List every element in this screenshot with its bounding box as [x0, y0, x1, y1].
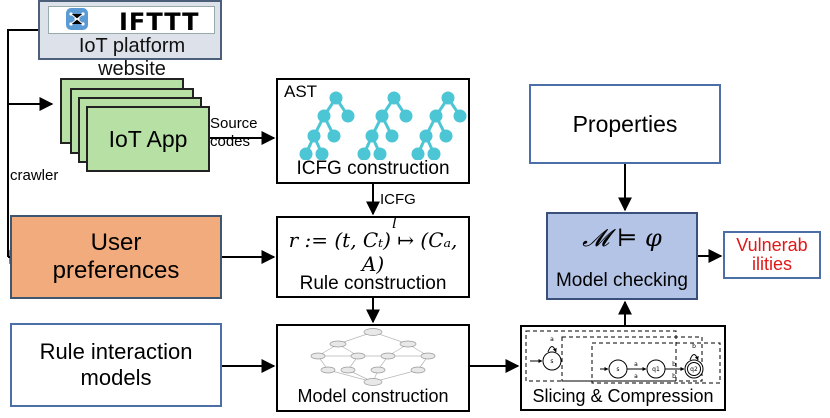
- icfg-construction-box: AST ICFG construction: [276, 78, 470, 184]
- iot-platform-website-box: IFTTT IoT platform website: [38, 0, 222, 80]
- properties-label: Properties: [572, 110, 678, 137]
- transition-label: a: [634, 373, 638, 380]
- state-label: s: [616, 366, 619, 373]
- platform-caption: IoT platform website: [78, 35, 186, 80]
- user-preferences-box: User preferences: [10, 215, 222, 299]
- crawler-line: [7, 29, 38, 257]
- slicing-compression-caption: Slicing & Compression: [532, 386, 714, 406]
- user-preferences-line2: preferences: [52, 257, 180, 284]
- icfg-construction-caption: ICFG construction: [296, 158, 450, 179]
- rule-construction-caption: Rule construction: [299, 273, 447, 294]
- automaton-thumbnail: s s q1 q2 a a b b a b: [525, 330, 721, 384]
- slicing-compression-box: s s q1 q2 a a b b a b Slicing & Compress…: [520, 325, 726, 411]
- iot-app-box: IoT App: [86, 106, 210, 172]
- vulnerabilities-box: Vulnerab ilities: [723, 231, 821, 279]
- transition-label: b: [672, 361, 676, 368]
- model-construction-box: Model construction: [276, 324, 470, 412]
- crawler-label: crawler: [10, 167, 59, 184]
- rule-construction-box: l r := (t, Cₜ) ↦ (Cₐ, A) Rule constructi…: [276, 214, 470, 298]
- vulnerabilities-line2: ilities: [751, 254, 792, 274]
- user-preferences-line1: User: [90, 229, 142, 256]
- rule-formula: r := (t, Cₜ) ↦ (Cₐ, A): [288, 228, 458, 276]
- state-label: q1: [652, 366, 660, 373]
- network-hub-icon: [66, 8, 88, 30]
- rule-arrow-label: l: [392, 214, 397, 232]
- icfg-edge-label: ICFG: [380, 191, 416, 208]
- platform-logo-bar: IFTTT: [48, 6, 215, 36]
- transition-label: b: [692, 343, 696, 350]
- properties-box: Properties: [529, 84, 721, 164]
- ast-label: AST: [284, 82, 318, 101]
- rule-interaction-models-box: Rule interaction models: [10, 323, 222, 407]
- rule-interaction-line1: Rule interaction: [39, 339, 193, 364]
- vulnerabilities-line1: Vulnerab: [736, 235, 808, 256]
- transition-label: a: [634, 361, 638, 368]
- transition-label: a: [550, 336, 554, 343]
- iot-app-label: IoT App: [108, 125, 188, 152]
- state-label: s: [550, 358, 553, 365]
- model-checking-box: 𝓜 ⊨ φ Model checking: [546, 212, 698, 300]
- model-checking-formula: 𝓜 ⊨ φ: [582, 224, 662, 252]
- ifttt-logo-text: IFTTT: [119, 8, 200, 36]
- rule-interaction-line2: models: [80, 365, 152, 390]
- model-construction-caption: Model construction: [297, 386, 449, 406]
- source-codes-label-line2: codes: [210, 133, 251, 150]
- state-graph-thumbnail: [310, 328, 436, 386]
- state-label: q2: [690, 366, 698, 373]
- transition-label: b: [672, 373, 676, 380]
- model-checking-caption: Model checking: [555, 270, 689, 291]
- source-codes-label-line1: Source: [210, 115, 258, 132]
- ast-trees-icon: [299, 91, 467, 160]
